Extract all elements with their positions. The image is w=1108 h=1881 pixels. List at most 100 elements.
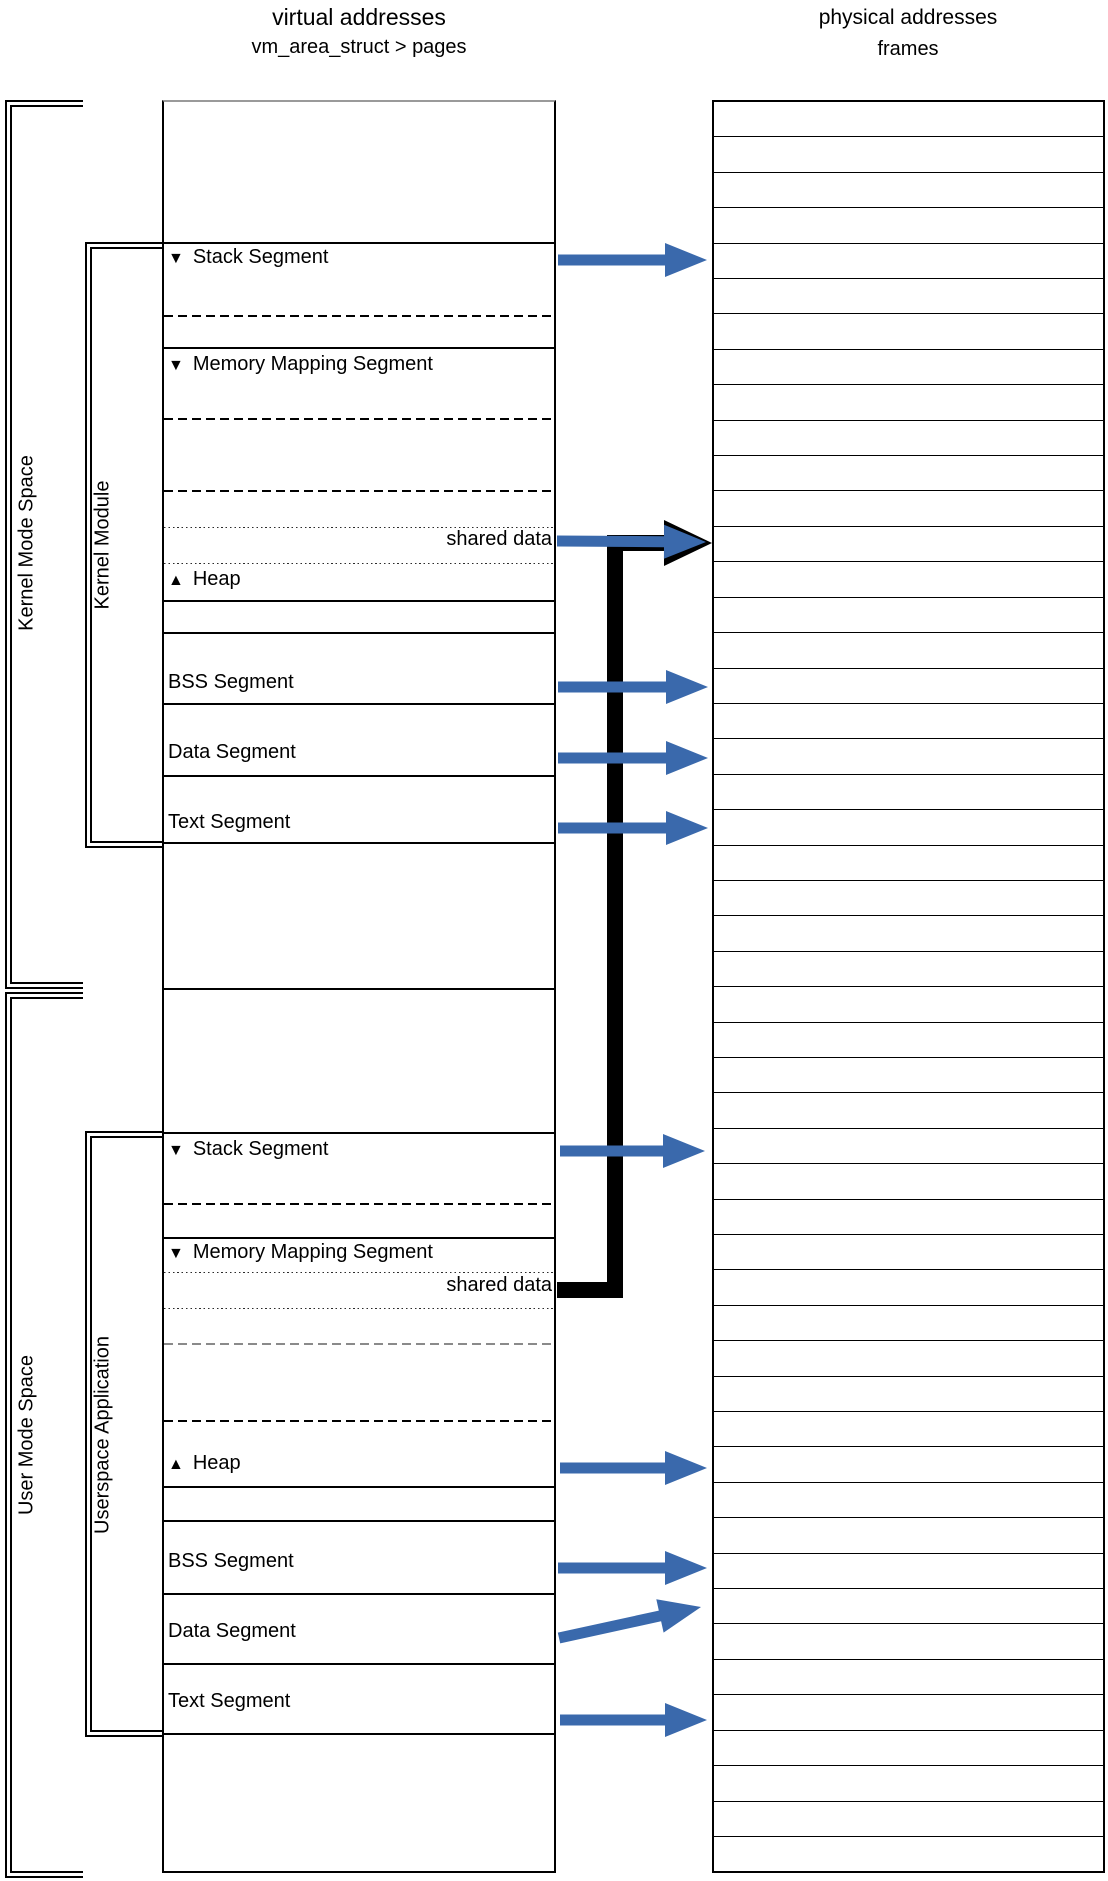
frame-row: [714, 561, 1103, 596]
down-triangle-icon: ▼: [168, 1142, 184, 1159]
kernel-text-segment-label: Text Segment: [168, 811, 291, 833]
userspace-application-bracket: [85, 1131, 162, 1737]
segment-boundary-line: [164, 315, 554, 317]
vm-area-struct-subtitle: vm_area_struct > pages: [251, 36, 467, 58]
physical-addresses-title: physical addresses: [818, 6, 998, 29]
segment-boundary-line: [164, 527, 554, 529]
kernel-module-label: Kernel Module: [91, 480, 114, 610]
arrow-user-stack-to-frame: [560, 1134, 705, 1168]
arrow-kernel-bss-to-frame: [558, 670, 708, 704]
frame-row: [714, 102, 1103, 136]
frame-row: [714, 207, 1103, 242]
frame-row: [714, 1694, 1103, 1729]
frame-row: [714, 313, 1103, 348]
virtual-addresses-title: virtual addresses: [272, 4, 446, 30]
frame-row: [714, 1127, 1103, 1163]
frame-row: [714, 950, 1103, 986]
user-shared-data-label: shared data: [446, 1274, 552, 1296]
user-stack-segment-label: ▼Stack Segment: [168, 1138, 329, 1160]
segment-boundary-line: [164, 1343, 554, 1345]
arrow-user-bss-to-frame: [558, 1551, 707, 1585]
frame-row: [714, 596, 1103, 632]
arrow-kernel-data-to-frame: [558, 741, 708, 775]
frame-row: [714, 1092, 1103, 1127]
segment-boundary-line: [164, 632, 554, 634]
arrow-kernel-text-to-frame: [558, 811, 708, 845]
frame-row: [714, 348, 1103, 384]
arrow-user-heap-to-frame: [560, 1451, 707, 1485]
frame-row: [714, 1729, 1103, 1765]
frame-row: [714, 1623, 1103, 1658]
frame-row: [714, 1517, 1103, 1552]
kernel-module-bracket: [85, 242, 162, 848]
shared-data-connector-segment: [607, 543, 623, 1298]
segment-boundary-line: [164, 490, 554, 492]
segment-boundary-line: [164, 347, 554, 349]
segment-boundary-line: [164, 703, 554, 705]
user-mode-space-label: User Mode Space: [15, 1354, 38, 1516]
frame-row: [714, 986, 1103, 1021]
user-text-segment-label: Text Segment: [168, 1690, 291, 1712]
frame-row: [714, 171, 1103, 207]
segment-boundary-line: [164, 988, 554, 990]
down-triangle-icon: ▼: [168, 250, 184, 267]
frame-row: [714, 1269, 1103, 1304]
frames-subtitle: frames: [877, 38, 939, 60]
down-triangle-icon: ▼: [168, 1245, 184, 1262]
arrow-user-text-to-frame: [560, 1703, 707, 1737]
shared-data-connector: [557, 520, 712, 1298]
segment-boundary-line: [164, 1733, 554, 1735]
segment-boundary-line: [164, 1593, 554, 1595]
up-triangle-icon: ▲: [168, 572, 184, 589]
frame-row: [714, 1800, 1103, 1836]
down-triangle-icon: ▼: [168, 357, 184, 374]
frame-row: [714, 1481, 1103, 1517]
frame-row: [714, 1021, 1103, 1057]
segment-boundary-line: [164, 1272, 554, 1274]
user-mode-space-bracket: [5, 992, 83, 1878]
segment-boundary-line: [164, 600, 554, 602]
frame-row: [714, 1163, 1103, 1198]
frame-row: [714, 490, 1103, 525]
frame-row: [714, 1304, 1103, 1340]
arrow-kernel-shared-data-to-frame: [557, 524, 706, 559]
frame-row: [714, 278, 1103, 313]
frame-row: [714, 136, 1103, 171]
segment-boundary-line: [164, 1520, 554, 1522]
up-triangle-icon: ▲: [168, 1456, 184, 1473]
kernel-data-segment-label: Data Segment: [168, 741, 296, 763]
segment-boundary-line: [164, 1132, 554, 1134]
kernel-heap-label: ▲Heap: [168, 568, 241, 590]
shared-data-connector-segment: [607, 535, 669, 551]
frame-row: [714, 915, 1103, 950]
shared-data-connector-segment: [557, 1282, 623, 1298]
user-heap-label: ▲Heap: [168, 1452, 241, 1474]
frame-row: [714, 879, 1103, 915]
user-bss-segment-label: BSS Segment: [168, 1550, 294, 1572]
frame-row: [714, 525, 1103, 561]
frame-row: [714, 632, 1103, 667]
frame-row: [714, 1835, 1103, 1871]
kernel-mode-space-bracket: [5, 100, 83, 989]
arrow-kernel-stack-to-frame: [558, 243, 707, 277]
frame-row: [714, 1375, 1103, 1411]
virtual-address-column: [162, 100, 556, 1873]
user-memory-mapping-segment-label: ▼Memory Mapping Segment: [168, 1241, 433, 1263]
kernel-mode-space-label: Kernel Mode Space: [15, 455, 38, 631]
segment-boundary-line: [164, 1237, 554, 1239]
frame-row: [714, 702, 1103, 738]
segment-boundary-line: [164, 418, 554, 420]
user-data-segment-label: Data Segment: [168, 1620, 296, 1642]
frame-row: [714, 1234, 1103, 1269]
segment-boundary-line: [164, 1203, 554, 1205]
frame-row: [714, 1658, 1103, 1694]
frame-row: [714, 1340, 1103, 1375]
frame-row: [714, 773, 1103, 809]
kernel-stack-segment-label: ▼Stack Segment: [168, 246, 329, 268]
frame-row: [714, 667, 1103, 703]
segment-boundary-line: [164, 1420, 554, 1422]
frame-row: [714, 844, 1103, 880]
kernel-shared-data-label: shared data: [446, 528, 552, 550]
frame-row: [714, 809, 1103, 844]
